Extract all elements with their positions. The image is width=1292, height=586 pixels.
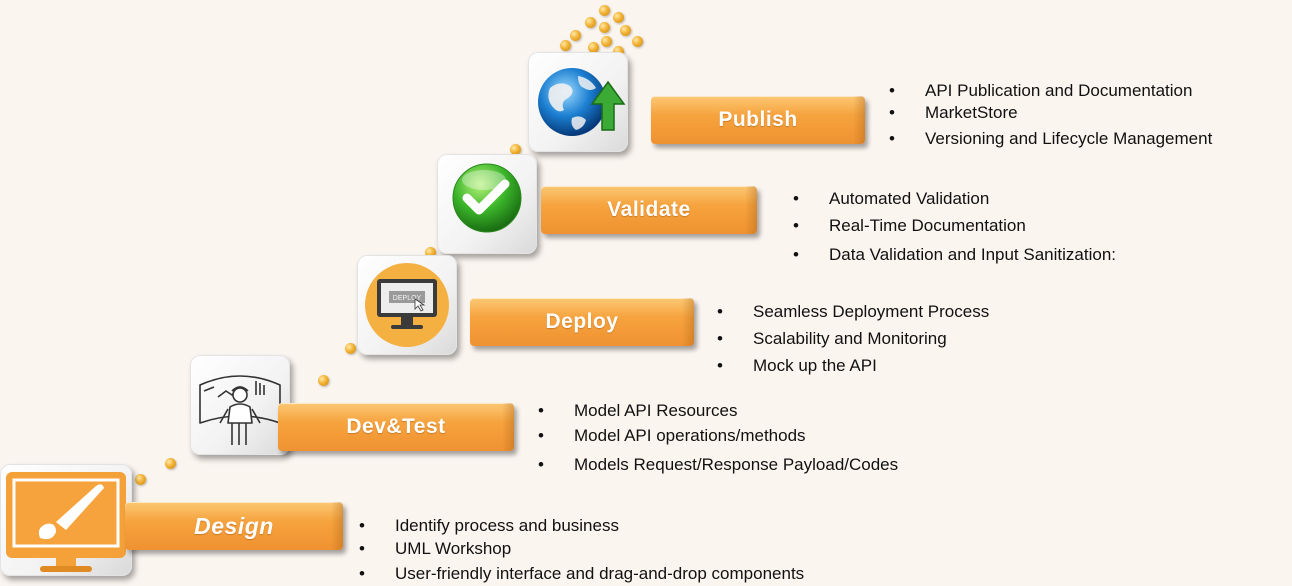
connector-dot: [318, 375, 329, 386]
deploy-icon-text: DEPLOY: [393, 295, 422, 302]
list-item: Seamless Deployment Process: [717, 300, 989, 324]
connector-dot: [570, 30, 581, 41]
step-bar-publish: Publish: [651, 96, 865, 144]
connector-dot: [165, 458, 176, 469]
list-item: Scalability and Monitoring: [717, 327, 989, 351]
connector-dot: [599, 22, 610, 33]
connector-dot: [425, 247, 436, 258]
connector-dot: [588, 42, 599, 53]
connector-dot: [601, 36, 612, 47]
list-item: Versioning and Lifecycle Management: [889, 127, 1212, 151]
checkmark-icon: [452, 163, 522, 233]
connector-dot: [510, 144, 521, 155]
step-bar-deploy: Deploy: [470, 298, 694, 346]
deploy-icon-tile: DEPLOY: [357, 255, 457, 355]
step-bar-devtest: Dev&Test: [278, 403, 514, 451]
list-item: Identify process and business: [359, 514, 804, 538]
step-label-validate: Validate: [607, 198, 691, 221]
list-item: Automated Validation: [793, 187, 1116, 211]
design-icon-tile: [0, 464, 132, 576]
step-label-devtest: Dev&Test: [346, 415, 446, 438]
connector-dot: [632, 36, 643, 47]
connector-dot: [613, 46, 624, 57]
list-item: User-friendly interface and drag-and-dro…: [359, 562, 804, 586]
connector-dot: [560, 40, 571, 51]
devtest-bullet-list: Model API Resources Model API operations…: [538, 399, 898, 477]
list-item: Model API operations/methods: [538, 424, 898, 448]
list-item: Mock up the API: [717, 354, 989, 378]
connector-dot: [345, 343, 356, 354]
validate-bullet-list: Automated Validation Real-Time Documenta…: [793, 187, 1116, 267]
globe-upload-icon: [538, 68, 626, 136]
list-item: UML Workshop: [359, 537, 804, 561]
step-bar-validate: Validate: [541, 186, 757, 234]
devtest-icon-tile: [190, 355, 290, 455]
connector-dot: [135, 474, 146, 485]
developer-screens-icon: [199, 375, 281, 445]
list-item: Model API Resources: [538, 399, 898, 423]
connector-dot: [585, 17, 596, 28]
publish-icon-tile: [528, 52, 628, 152]
list-item: Data Validation and Input Sanitization:: [793, 243, 1116, 267]
paintbrush-monitor-icon: [6, 472, 126, 572]
deploy-monitor-icon: DEPLOY: [365, 263, 449, 347]
publish-bullet-list: API Publication and Documentation Market…: [889, 79, 1212, 151]
connector-dot: [620, 25, 631, 36]
connector-dot: [613, 12, 624, 23]
step-label-deploy: Deploy: [545, 310, 619, 333]
validate-icon-tile: [437, 154, 537, 254]
step-bar-design: Design: [125, 502, 343, 550]
step-label-design: Design: [194, 512, 274, 539]
list-item: Real-Time Documentation: [793, 214, 1116, 238]
design-bullet-list: Identify process and business UML Worksh…: [359, 514, 804, 586]
step-label-publish: Publish: [718, 108, 798, 131]
connector-dot: [599, 5, 610, 16]
deploy-bullet-list: Seamless Deployment Process Scalability …: [717, 300, 989, 378]
list-item: API Publication and Documentation: [889, 79, 1212, 103]
list-item: MarketStore: [889, 103, 1212, 123]
list-item: Models Request/Response Payload/Codes: [538, 453, 898, 477]
